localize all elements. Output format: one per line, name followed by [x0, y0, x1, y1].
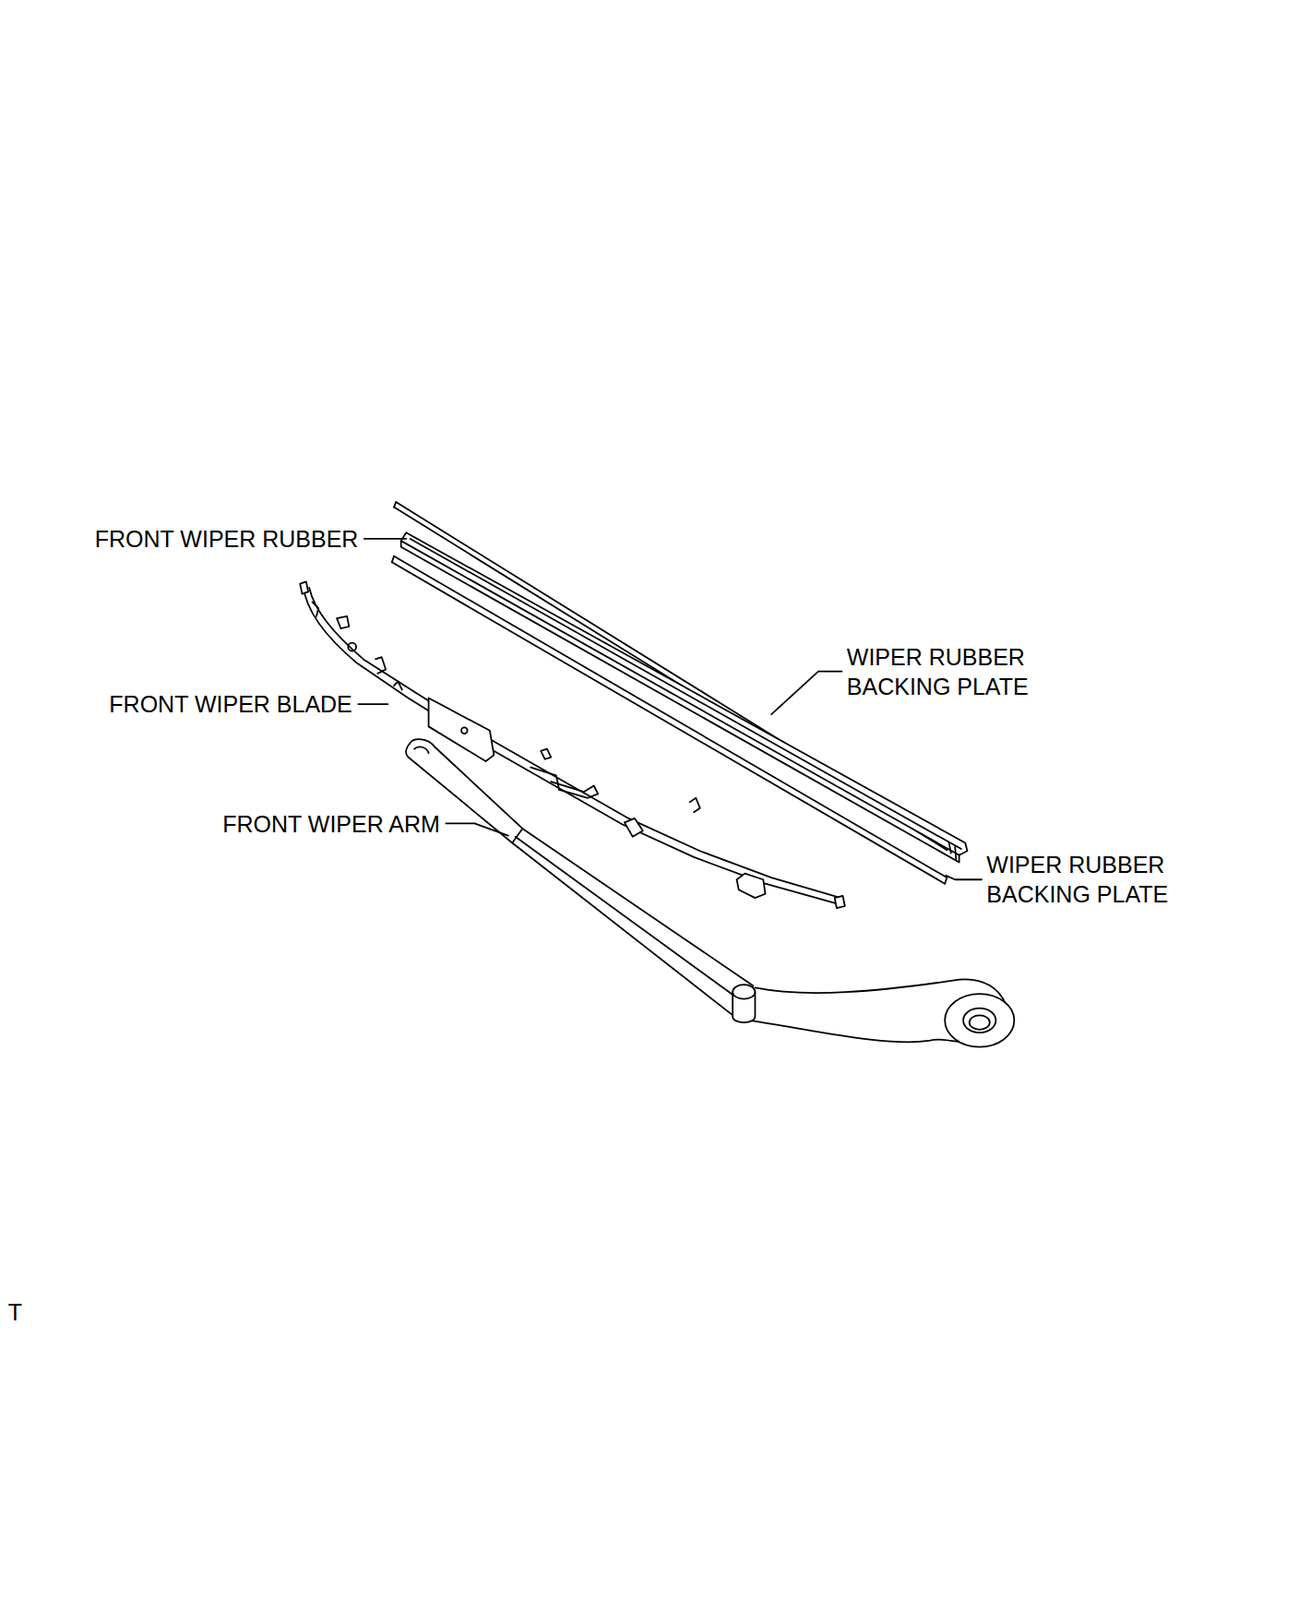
part-name: WIPER RUBBER BACKING PLATE [845, 642, 1061, 702]
part-name: FRONT WIPER BLADE [107, 689, 354, 719]
part-name: FRONT WIPER ARM [220, 809, 442, 839]
part-name: WIPER RUBBER BACKING PLATE [984, 849, 1201, 909]
part-name: FRONT WIPER RUBBER [93, 524, 361, 554]
leader-line [364, 537, 406, 540]
leader-line [945, 875, 982, 880]
leader-line [357, 703, 388, 705]
leader-line [771, 671, 842, 715]
leader-line [445, 822, 508, 835]
page-mark: T [6, 1297, 24, 1327]
